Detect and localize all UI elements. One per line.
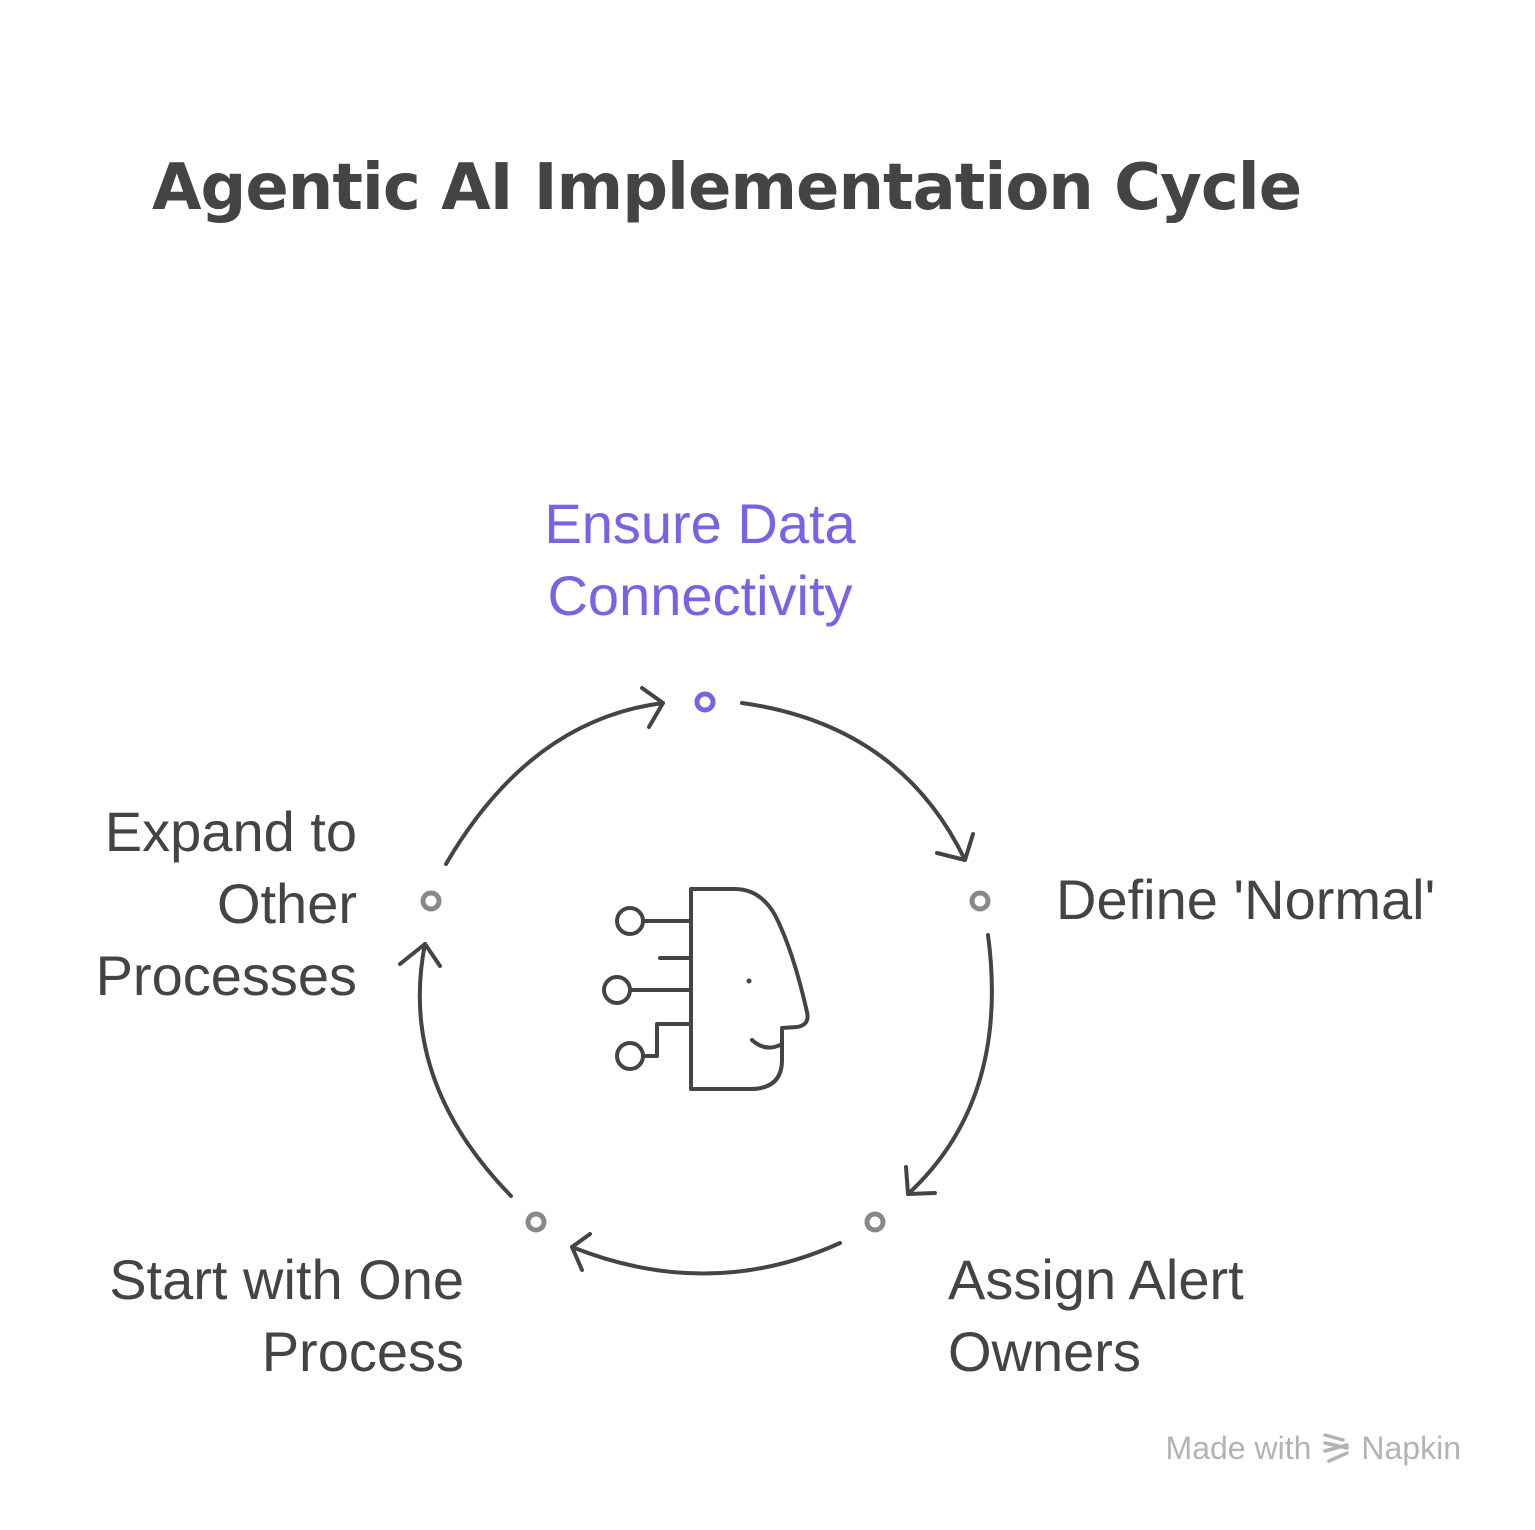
step-label-line: Owners	[948, 1320, 1141, 1383]
step-label-line: Expand to	[104, 800, 357, 863]
step-label-line: Ensure Data	[544, 492, 856, 555]
arrowhead-bottom-left	[570, 1232, 592, 1272]
arrowhead-bottom-right	[904, 1165, 937, 1196]
step-label-ensure-data-connectivity: Ensure Data Connectivity	[544, 488, 855, 632]
step-label-assign-alert-owners: Assign Alert Owners	[948, 1244, 1244, 1388]
step-dot-bottom-right	[864, 1211, 886, 1233]
arrow-bottom-right-to-bottom-left	[570, 1241, 842, 1276]
step-label-define-normal: Define 'Normal'	[1056, 864, 1435, 936]
made-with-napkin-watermark: Made with Napkin	[1166, 1428, 1461, 1468]
step-label-line: Other	[216, 872, 357, 935]
arrow-left-to-top	[444, 701, 665, 866]
step-dot-top	[694, 691, 716, 713]
step-dot-left	[420, 890, 442, 912]
step-label-line: Assign Alert	[948, 1248, 1244, 1311]
napkin-logo-icon	[1323, 1433, 1350, 1463]
step-label-line: Define 'Normal'	[1056, 868, 1436, 931]
arrow-top-to-right	[740, 701, 967, 862]
arrowhead-right	[935, 832, 975, 862]
arrowhead-left	[398, 942, 442, 968]
watermark-brand: Napkin	[1361, 1430, 1461, 1466]
ai-head-circuit-icon	[602, 887, 810, 1091]
watermark-prefix: Made with	[1165, 1430, 1312, 1466]
page-title: Agentic AI Implementation Cycle	[152, 151, 1302, 225]
step-label-line: Processes	[95, 944, 357, 1007]
arrowhead-top	[640, 686, 665, 729]
step-label-line: Connectivity	[547, 564, 853, 627]
step-label-expand-to-other-processes: Expand to Other Processes	[96, 796, 357, 1012]
arrow-bottom-left-to-left	[417, 942, 513, 1198]
step-label-line: Process	[261, 1320, 464, 1383]
arrow-right-to-bottom-right	[906, 933, 994, 1196]
step-dot-right	[969, 890, 991, 912]
step-label-start-with-one-process: Start with One Process	[109, 1244, 464, 1388]
step-label-line: Start with One	[109, 1248, 464, 1311]
step-dot-bottom-left	[525, 1211, 547, 1233]
